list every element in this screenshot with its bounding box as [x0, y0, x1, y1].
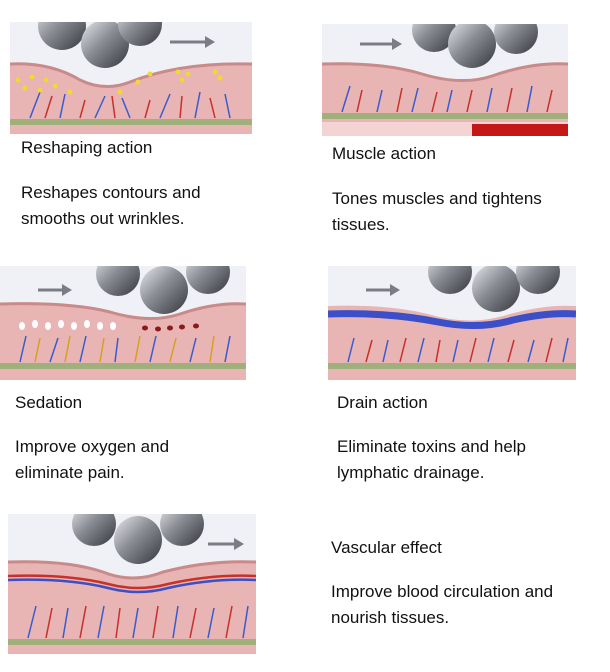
panel-description-muscle: Tones muscles and tightens tissues.	[332, 189, 542, 234]
roller-ball-icon	[160, 514, 204, 546]
roller-ball-icon	[96, 266, 140, 296]
panel-description-vascular: Improve blood circulation and nourish ti…	[331, 582, 554, 627]
panel-title-muscle: Muscle action	[332, 144, 436, 163]
illustration-sedation	[0, 266, 246, 380]
roller-ball-icon	[38, 22, 86, 50]
roller-ball-icon	[412, 24, 456, 52]
illustration-muscle	[322, 24, 568, 136]
direction-arrow-icon	[366, 284, 400, 296]
panel-title-sedation: Sedation	[15, 393, 83, 412]
roller-ball-icon	[140, 266, 188, 314]
panel-description-sedation: Improve oxygen and eliminate pain.	[15, 437, 170, 482]
roller-ball-icon	[81, 22, 129, 68]
panel-description-drain: Eliminate toxins and help lymphatic drai…	[337, 437, 527, 482]
panel-title-vascular: Vascular effect	[331, 538, 442, 557]
roller-ball-icon	[72, 514, 116, 546]
panel-description-reshaping: Reshapes contours and smooths out wrinkl…	[21, 183, 201, 228]
roller-ball-icon	[428, 266, 472, 294]
panel-title-reshaping: Reshaping action	[21, 138, 153, 157]
direction-arrow-icon	[170, 36, 215, 48]
illustration-vascular	[8, 514, 256, 654]
panel-title-drain: Drain action	[337, 393, 428, 412]
roller-ball-icon	[118, 22, 162, 46]
direction-arrow-icon	[360, 38, 402, 50]
roller-ball-icon	[494, 24, 538, 54]
roller-ball-icon	[516, 266, 560, 294]
roller-ball-icon	[186, 266, 230, 294]
roller-ball-icon	[114, 516, 162, 564]
direction-arrow-icon	[38, 284, 72, 296]
roller-ball-icon	[472, 266, 520, 312]
direction-arrow-icon	[208, 538, 244, 550]
illustration-reshaping	[10, 22, 252, 134]
roller-ball-icon	[448, 24, 496, 68]
illustration-drain	[328, 266, 576, 380]
